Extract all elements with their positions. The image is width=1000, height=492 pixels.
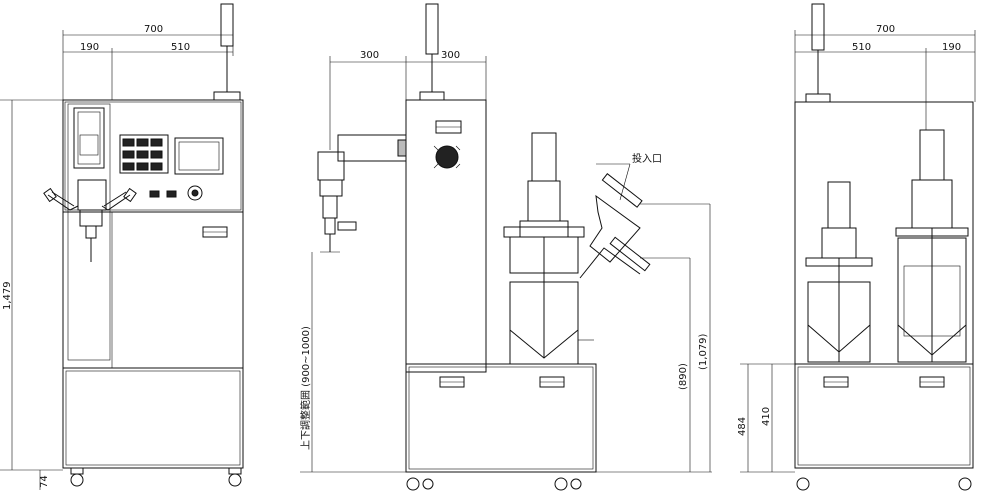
- right-dim-190: 190: [942, 42, 961, 53]
- side-view-dimensions: [300, 56, 712, 473]
- inlet-label: 投入口: [632, 152, 662, 165]
- left-dim-74: 74: [39, 475, 50, 488]
- rear-view-machine: [794, 3, 974, 491]
- rear-view-dimensions: [740, 30, 976, 473]
- front-view-dimensions: [0, 30, 234, 490]
- left-dim-1479: 1,479: [2, 281, 13, 310]
- right-dim-510: 510: [852, 42, 871, 53]
- adjust-range-label: 上下調整範囲 (900~1000): [299, 326, 312, 450]
- left-dim-190: 190: [80, 42, 99, 53]
- right-dim-410: 410: [761, 407, 772, 426]
- left-dim-700: 700: [144, 24, 163, 35]
- side-dim-1079: (1,079): [698, 333, 709, 370]
- side-dim-300-arm: 300: [360, 50, 379, 61]
- left-dim-510: 510: [171, 42, 190, 53]
- front-view-machine: [43, 3, 244, 487]
- side-dim-890: (890): [678, 363, 689, 390]
- right-dim-484: 484: [737, 417, 748, 436]
- side-view-machine: [317, 3, 651, 491]
- right-dim-700: 700: [876, 24, 895, 35]
- side-dim-300-panel: 300: [441, 50, 460, 61]
